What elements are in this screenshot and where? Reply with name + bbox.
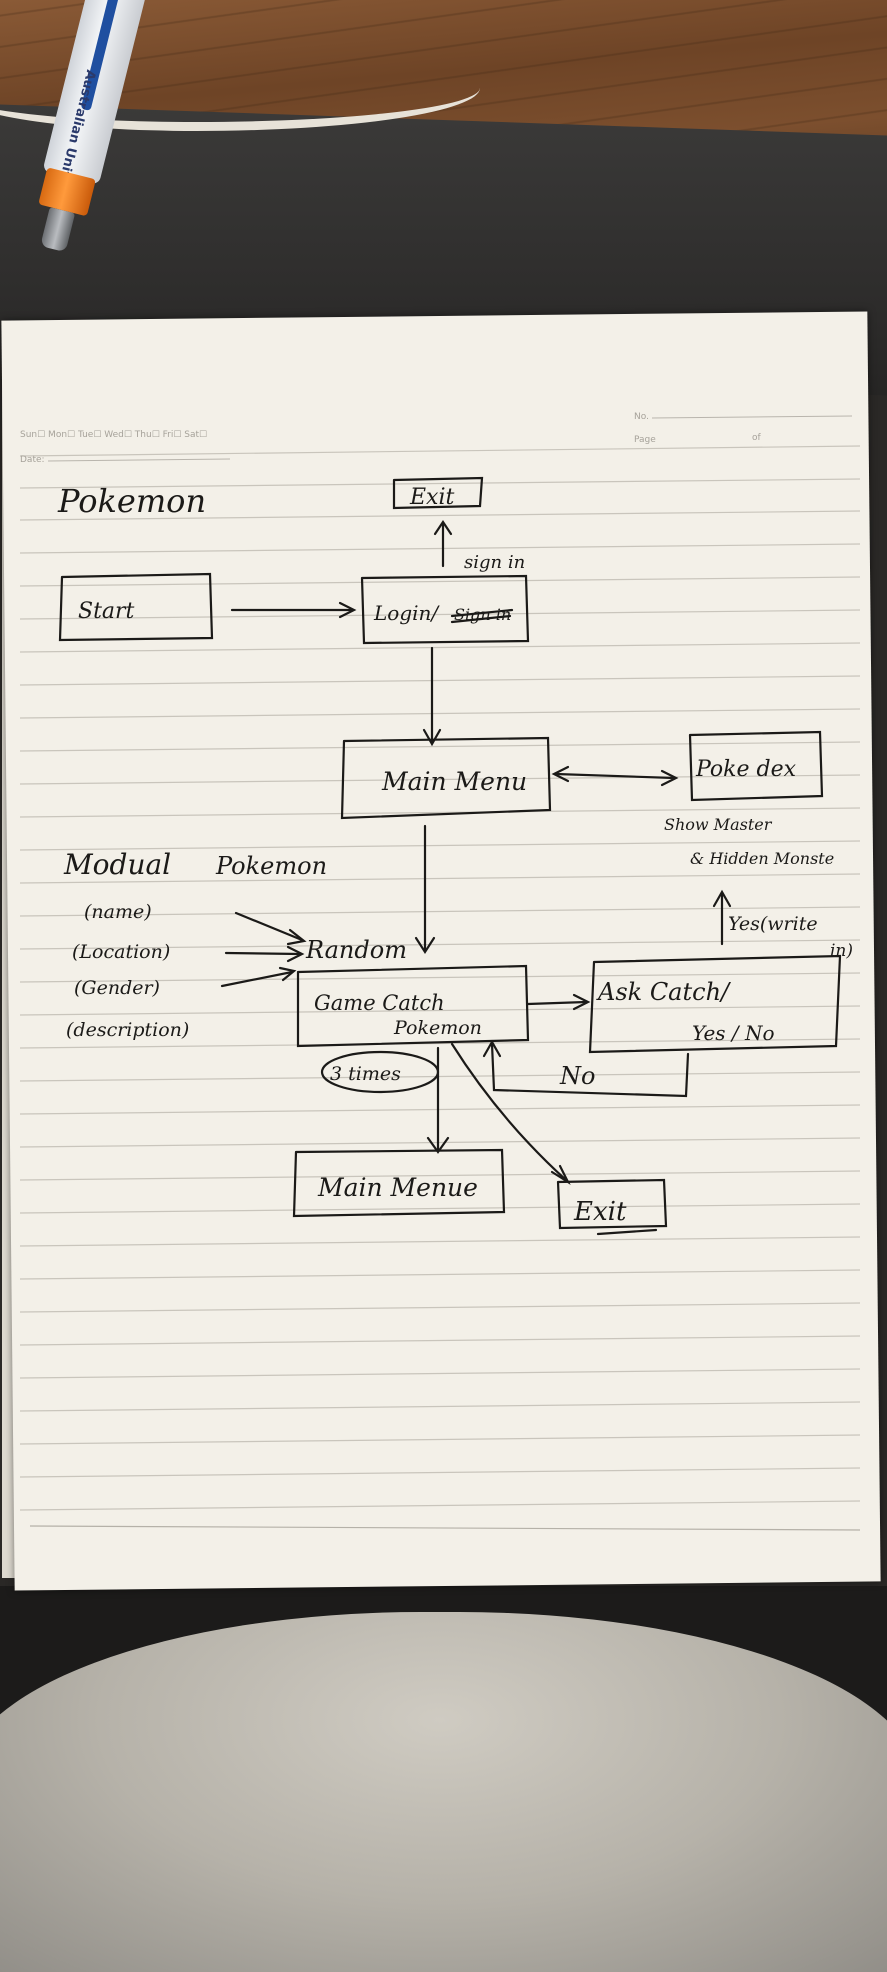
model-field-gender: (Gender) xyxy=(74,977,160,999)
page-label: Page xyxy=(634,435,656,445)
hidden-note-label: & Hidden Monste xyxy=(690,849,834,868)
sign-in-strike-2 xyxy=(450,614,512,624)
arrow-ask-to-pokedex-head xyxy=(712,889,732,908)
handwritten-diagram: Sun☐ Mon☐ Tue☐ Wed☐ Thu☐ Fri☐ Sat☐ Date:… xyxy=(19,412,861,1531)
sign-in-label: sign in xyxy=(464,552,525,573)
ask-box xyxy=(588,954,842,1054)
arrow-location-head xyxy=(286,945,305,963)
sign-in-struck-label: Sign in xyxy=(454,605,511,624)
sign-in-strike xyxy=(450,608,514,618)
arrow-menu-pokedex-left-head xyxy=(551,765,570,783)
game-pokemon-label: Pokemon xyxy=(393,1017,482,1039)
arrow-location xyxy=(224,951,302,956)
login-label: Login/ xyxy=(373,601,440,625)
no-loop-line xyxy=(490,1042,690,1098)
arrow-gender xyxy=(220,970,294,988)
exit-top-box xyxy=(392,476,484,510)
arrow-game-to-ask xyxy=(526,1000,588,1006)
start-box xyxy=(58,572,214,642)
arrow-menu-to-random-head xyxy=(414,936,436,955)
exit-bottom-underline xyxy=(596,1228,658,1236)
game-catch-label: Game Catch xyxy=(314,991,445,1015)
diagram-strokes xyxy=(58,476,842,1236)
bottom-main-menu-box xyxy=(292,1148,506,1218)
no-loop-head xyxy=(482,1039,502,1058)
main-menu-box xyxy=(340,736,552,820)
yes-note-label-2: in) xyxy=(830,941,853,961)
exit-bottom-box xyxy=(556,1178,668,1230)
model-title-label-2: Pokemon xyxy=(215,852,327,880)
page-of-label: of xyxy=(752,433,762,443)
model-field-name: (name) xyxy=(84,901,152,923)
arrow-login-to-exit-head xyxy=(433,520,453,536)
model-field-description: (description) xyxy=(66,1019,189,1041)
login-box xyxy=(360,574,530,645)
game-catch-box xyxy=(296,964,530,1048)
ruled-lines xyxy=(19,445,861,1531)
number-label: No. xyxy=(634,412,649,422)
exit-bottom-label: Exit xyxy=(573,1197,627,1227)
yes-no-label: Yes / No xyxy=(692,1021,775,1045)
yes-note-label: Yes(write xyxy=(728,913,818,935)
number-rule xyxy=(651,415,853,419)
random-label: Random xyxy=(305,936,407,964)
date-label: Date: xyxy=(20,455,45,465)
exit-top-label: Exit xyxy=(409,485,455,510)
arrow-menu-pokedex-right-head xyxy=(660,769,679,787)
weekday-checkboxes: Sun☐ Mon☐ Tue☐ Wed☐ Thu☐ Fri☐ Sat☐ xyxy=(20,430,207,440)
model-title-label: Modual xyxy=(63,848,171,881)
ask-catch-label: Ask Catch/ xyxy=(596,978,732,1006)
start-label: Start xyxy=(78,599,135,624)
arrow-gender-head xyxy=(278,966,297,982)
arrow-game-to-menu-head xyxy=(426,1136,450,1154)
model-field-location: (Location) xyxy=(72,941,170,963)
date-rule xyxy=(47,458,231,462)
white-cable xyxy=(0,52,480,131)
bottom-main-menu-label: Main Menue xyxy=(317,1173,478,1202)
arrow-game-to-ask-head xyxy=(572,993,591,1011)
pokedex-label: Poke dex xyxy=(695,757,797,782)
arrow-name-head xyxy=(286,928,307,946)
show-note-label: Show Master xyxy=(664,815,773,834)
no-label: No xyxy=(559,1062,595,1090)
arrow-menu-pokedex xyxy=(554,772,676,780)
pokedex-box xyxy=(688,730,824,802)
arrow-name xyxy=(234,911,304,942)
knee-fabric xyxy=(0,1612,887,1972)
arrow-start-to-login-head xyxy=(338,601,357,619)
diagram-title: Pokemon xyxy=(57,482,206,520)
arrow-login-to-menu-head xyxy=(422,728,442,747)
arrow-game-to-exit xyxy=(450,1042,568,1182)
main-menu-label: Main Menu xyxy=(381,767,527,796)
three-times-label: 3 times xyxy=(330,1063,401,1085)
